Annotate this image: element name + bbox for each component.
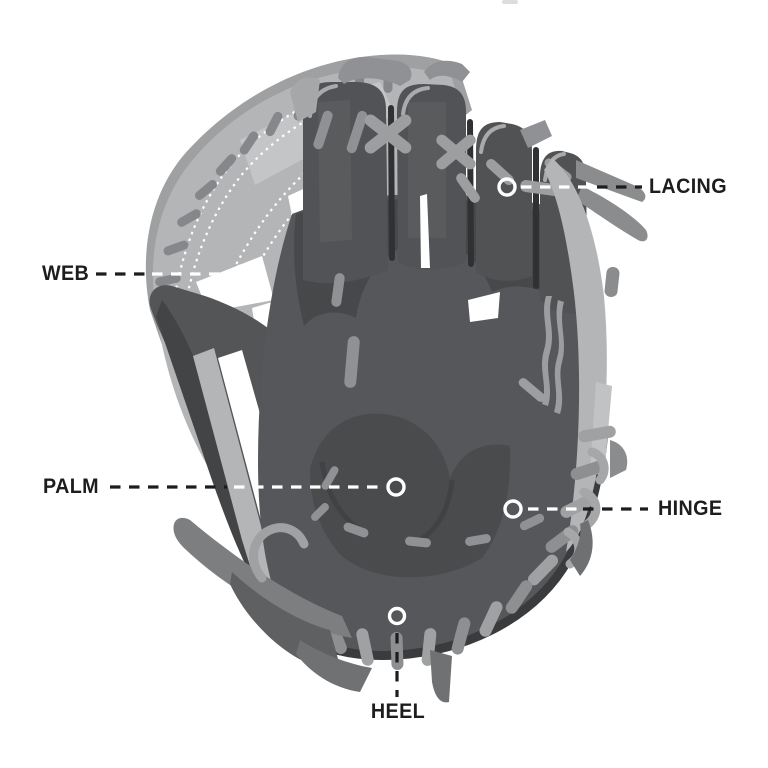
callout-lines [96,177,648,697]
palm-stitch-bars [311,273,545,548]
web-marker [232,264,252,284]
label-lacing: LACING [649,175,727,198]
label-web: WEB [42,262,90,285]
bottom-straps [173,517,452,703]
hinge-marker [503,499,523,519]
label-palm: PALM [43,475,99,498]
heel-marker [387,606,407,626]
lacing-marker [497,177,517,197]
label-hinge: HINGE [658,497,723,520]
top-crop-mark [502,0,518,4]
glove-fingers [290,56,588,322]
back-fingertip-straps [290,56,552,154]
palm-marker [386,477,406,497]
label-heel: HEEL [370,700,426,723]
